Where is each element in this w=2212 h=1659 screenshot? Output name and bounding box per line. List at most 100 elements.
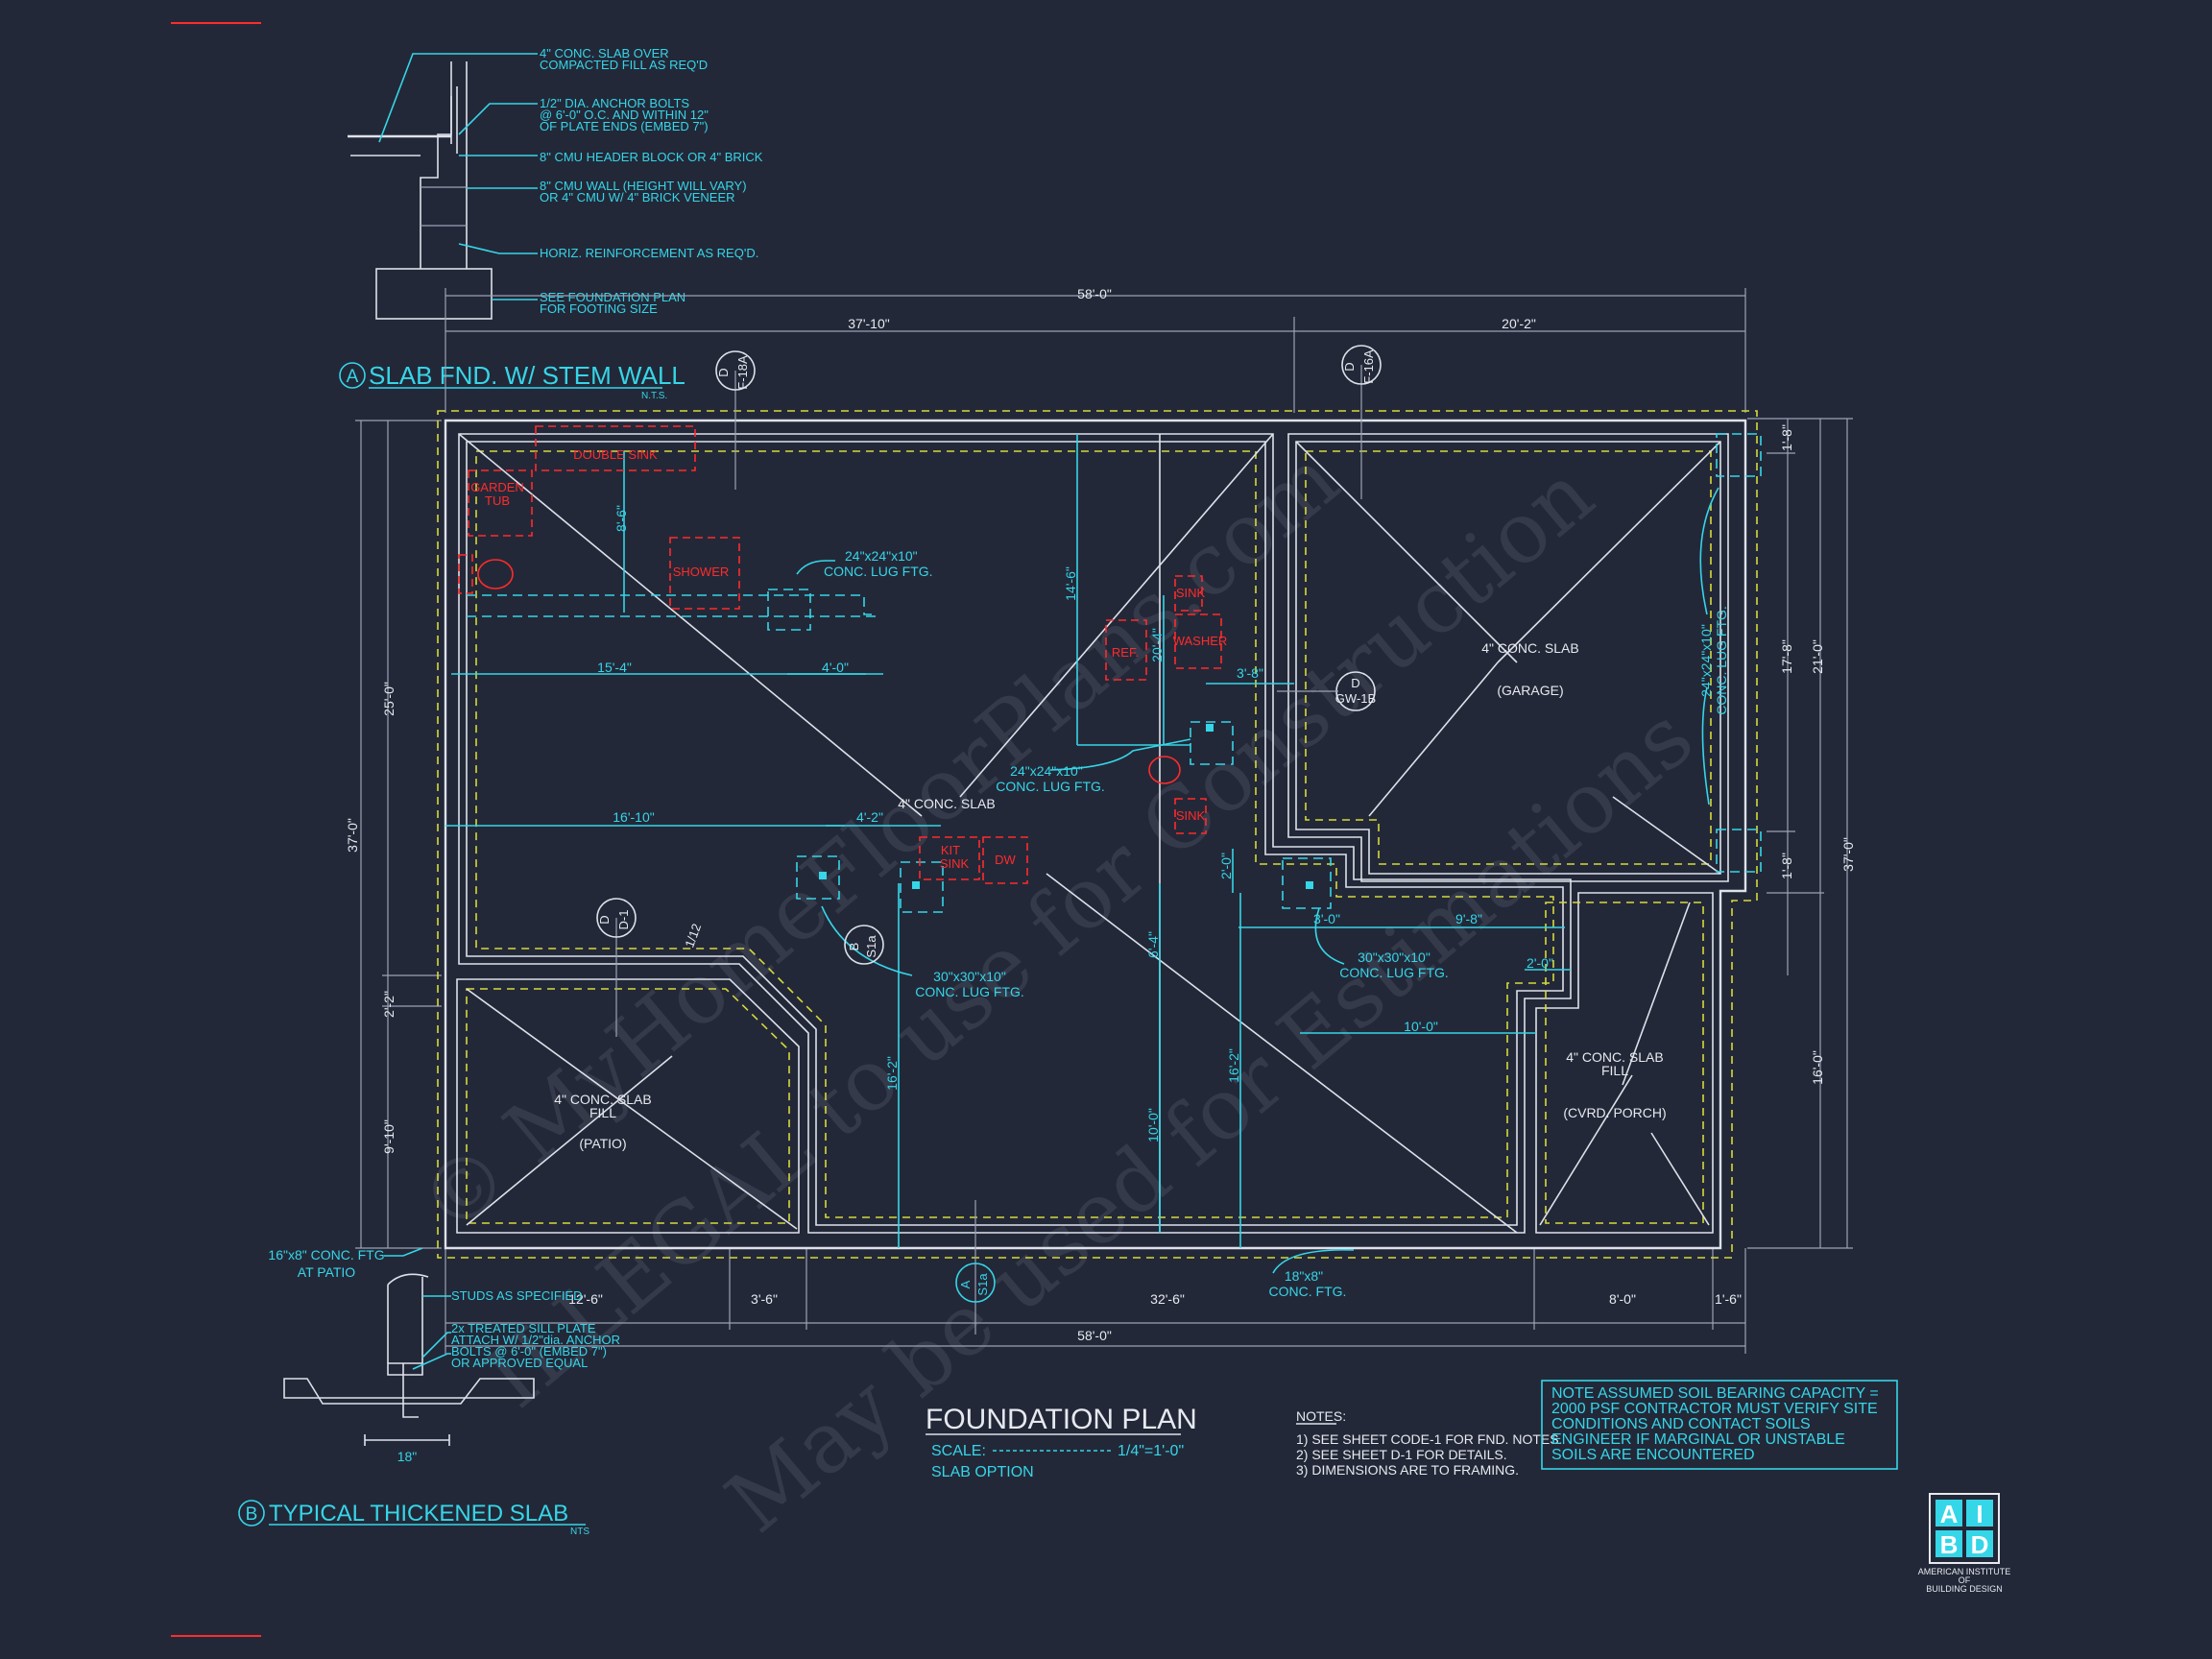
- logo-frame: [1929, 1493, 2000, 1564]
- section-marker-2: [1341, 345, 1382, 385]
- lug-30-callout-1b: CONC. LUG FTG.: [915, 984, 1024, 999]
- dim-right-1-8-bottom: 1'-8": [1779, 853, 1794, 879]
- section-marker-4: [596, 898, 637, 938]
- detail-a-marker-circle: [339, 362, 366, 389]
- detail-a-note-6: 8" CMU HEADER BLOCK OR 4" BRICK: [540, 150, 763, 164]
- detail-a-footing: [375, 268, 493, 320]
- title-block: FOUNDATION PLAN SCALE: 1/4"=1'-0" SLAB O…: [926, 1404, 1197, 1480]
- detail-b-notes: STUDS AS SPECIFIED 2x TREATED SILL PLATE…: [451, 1288, 620, 1370]
- porch-footing-edge: [1545, 902, 1704, 1224]
- garden-tub-label-1: GARDEN: [470, 480, 524, 494]
- garage-slab-edge: [1287, 433, 1729, 882]
- dim-top-left: 37'-10": [848, 316, 889, 331]
- detail-b-note-5: OR APPROVED EQUAL: [451, 1356, 588, 1370]
- sink-box-2: [1174, 798, 1207, 834]
- dim-top-overall: 58'-0": [1077, 286, 1112, 301]
- kit-sink-label-2: SINK: [940, 856, 970, 871]
- section-marker-3-bottom: GW-1B: [1335, 691, 1376, 706]
- patio-slab-label-2: FILL: [589, 1105, 616, 1120]
- foundation-walls: [437, 410, 1758, 1259]
- fixture-circle: [1148, 756, 1181, 784]
- lug-24-callout-3b: CONC. LUG FTG.: [1714, 606, 1729, 715]
- dim-14-6: 14'-6": [1063, 566, 1078, 601]
- lug-footing-4: [900, 861, 944, 913]
- shower-box: [669, 537, 740, 610]
- soil-note: NOTE ASSUMED SOIL BEARING CAPACITY = 200…: [1541, 1380, 1898, 1470]
- dim-right-1-8-top: 1'-8": [1779, 424, 1794, 451]
- dim-16-2-b: 16'-2": [1226, 1048, 1241, 1083]
- plan-scale-value: 1/4"=1'-0": [1118, 1443, 1184, 1459]
- lug-24-callout-1a: 24"x24"x10": [845, 548, 918, 564]
- section-marker-4-bottom: D-1: [616, 910, 631, 930]
- logo-caption-1: AMERICAN INSTITUTE: [1918, 1567, 2011, 1576]
- watermark: © MyHomeFloorPlans.com ILLEGAL to use fo…: [400, 429, 1711, 1551]
- detail-b-scale: NTS: [570, 1527, 589, 1537]
- dim-16-10: 16'-10": [613, 809, 654, 825]
- dim-left-mid: 2'-2": [381, 991, 397, 1018]
- section-marker-1-top: D: [716, 368, 731, 376]
- dim-2-0-b: 2'-0": [1527, 955, 1553, 971]
- soil-note-line-5: SOILS ARE ENCOUNTERED: [1551, 1447, 1755, 1463]
- interior-dimensions: [445, 434, 1571, 1248]
- double-sink-box: [535, 425, 696, 471]
- dim-9-8: 9'-8": [1455, 911, 1482, 926]
- dim-right-21: 21'-0": [1810, 639, 1825, 674]
- dim-6-4: 6'-4": [1145, 931, 1161, 958]
- section-marker-3-top: D: [1351, 676, 1359, 690]
- lug-30-callout-1a: 30"x30"x10": [933, 969, 1006, 984]
- detail-a-note-2: COMPACTED FILL AS REQ'D: [540, 58, 708, 72]
- section-marker-5: [844, 925, 884, 965]
- dim-bottom-overall: 58'-0": [1077, 1328, 1112, 1343]
- main-footing-edge: [475, 450, 1554, 1218]
- kit-sink-box: [919, 836, 980, 880]
- patio-slab-label-3: (PATIO): [579, 1136, 626, 1151]
- porch-slab-edge: [1535, 892, 1714, 1234]
- ref-box: [1105, 619, 1147, 681]
- detail-a-title: SLAB FND. W/ STEM WALL: [369, 361, 685, 390]
- detail-b-marker-circle: [238, 1500, 265, 1527]
- detail-b-title: TYPICAL THICKENED SLAB: [269, 1501, 568, 1527]
- logo-caption-2: OF: [1959, 1575, 1971, 1585]
- detail-a: 4" CONC. SLAB OVER COMPACTED FILL AS REQ…: [339, 46, 763, 401]
- plan-option: SLAB OPTION: [931, 1464, 1034, 1480]
- dw-box: [982, 836, 1028, 884]
- lug-footing-2: [1190, 721, 1234, 765]
- dim-bottom-seg-1: 12'-6": [568, 1291, 603, 1307]
- section-marker-6-labels: A S1a: [958, 1273, 990, 1296]
- detail-b-stud: [387, 1273, 429, 1363]
- dimension-lines: [355, 288, 1853, 1354]
- lug-30-callout-2a: 30"x30"x10": [1358, 950, 1431, 965]
- soil-note-line-4: ENGINEER IF MARGINAL OR UNSTABLE: [1551, 1431, 1845, 1448]
- lug-30-callout-2b: CONC. LUG FTG.: [1339, 965, 1449, 980]
- section-markers: [596, 345, 1382, 1334]
- dim-top-right: 20'-2": [1502, 316, 1536, 331]
- lug-footing-1: [767, 589, 811, 631]
- main-slab-label: 4" CONC. SLAB: [898, 796, 995, 811]
- notes-item-3: 3) DIMENSIONS ARE TO FRAMING.: [1296, 1462, 1519, 1478]
- dimension-labels: 58'-0" 37'-10" 20'-2" 58'-0" 12'-6" 3'-6…: [345, 286, 1856, 1343]
- detail-b-marker: B: [246, 1504, 258, 1525]
- logo-letter-i: I: [1976, 1500, 1983, 1528]
- dim-3-0: 3'-0": [1313, 911, 1340, 926]
- dim-15-4: 15'-4": [597, 660, 632, 675]
- dim-2-0: 2'-0": [1218, 853, 1234, 879]
- logo-caption-3: BUILDING DESIGN: [1926, 1584, 2003, 1594]
- detail-a-scale: N.T.S.: [641, 391, 667, 401]
- notes-item-2: 2) SEE SHEET D-1 FOR DETAILS.: [1296, 1447, 1507, 1462]
- aibd-logo: A I B D AMERICAN INSTITUTE OF BUILDING D…: [1918, 1493, 2011, 1594]
- interior-dim-labels: 8'-6" 15'-4" 4'-0" 14'-6" 20'-4" 3'-8" 1…: [597, 505, 1553, 1142]
- dim-right-16: 16'-0": [1810, 1050, 1825, 1085]
- washer-label: WASHER: [1173, 634, 1228, 648]
- detail-a-leaders: [378, 53, 538, 301]
- dim-16-2-a: 16'-2": [884, 1056, 900, 1091]
- soil-note-line-2: 2000 PSF CONTRACTOR MUST VERIFY SITE: [1551, 1401, 1878, 1417]
- lug-footing-3: [796, 855, 840, 900]
- dim-left-lower: 9'-10": [381, 1119, 397, 1154]
- dim-4-0: 4'-0": [822, 660, 849, 675]
- dim-right-17: 17'-8": [1779, 639, 1794, 674]
- section-marker-6-top: A: [958, 1280, 973, 1288]
- dim-8-6: 8'-6": [613, 505, 629, 532]
- detail-b-footing-label-2: AT PATIO: [298, 1264, 356, 1280]
- detail-b-footing-label-1: 16"x8" CONC. FTG: [268, 1247, 384, 1262]
- plan-title: FOUNDATION PLAN: [926, 1404, 1197, 1435]
